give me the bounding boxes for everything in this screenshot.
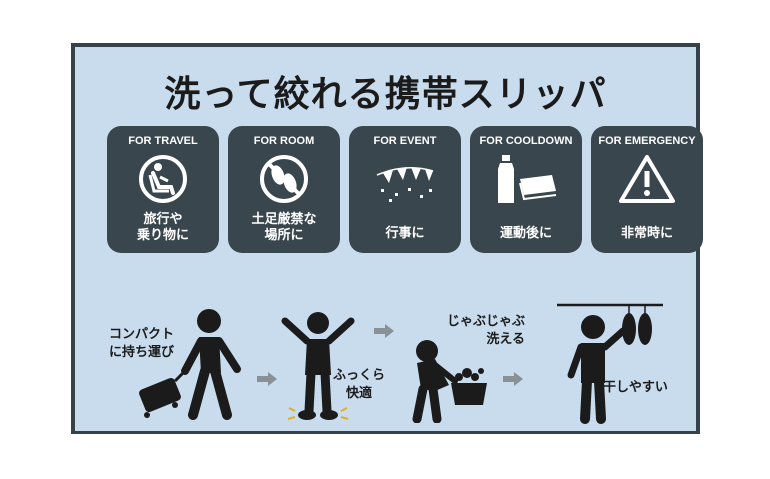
steps-panel: コンパクトに持ち運び ふっくら快適: [75, 293, 696, 431]
no-shoes-icon: [260, 155, 308, 203]
arrow-right-icon: [503, 372, 523, 386]
use-card-emergency: FOR EMERGENCY 非常時に: [591, 126, 703, 253]
walking-person-with-suitcase-icon: [139, 309, 241, 420]
use-card-caption: 土足厳禁な場所に: [251, 212, 317, 243]
use-card-heading: FOR TRAVEL: [128, 135, 198, 147]
use-card-heading: FOR EMERGENCY: [598, 135, 696, 147]
step-wash-text: じゃぶじゃぶ洗える: [447, 314, 526, 347]
person-arms-up-icon: [281, 312, 355, 420]
use-card-travel: FOR TRAVEL 旅行や乗り物に: [107, 126, 219, 253]
use-card-caption: 行事に: [385, 226, 425, 241]
arrow-right-icon: [257, 372, 277, 386]
warning-icon: [619, 155, 675, 203]
arrow-right-icon: [374, 324, 394, 338]
use-card-heading: FOR COOLDOWN: [479, 135, 573, 147]
use-card-heading: FOR ROOM: [253, 135, 315, 147]
airplane-seat-icon: [139, 155, 187, 203]
use-card-caption: 非常時に: [620, 226, 673, 241]
step-dry-text: 干しやすい: [603, 380, 668, 395]
use-card-heading: FOR EVENT: [373, 135, 437, 147]
page-title: 洗って絞れる携帯スリッパ: [164, 74, 607, 115]
infographic-frame: 洗って絞れる携帯スリッパ FOR TRAVEL 旅行や乗り物に FOR ROOM: [71, 43, 703, 434]
bottle-and-towel-icon: [498, 155, 557, 203]
party-bunting-icon: [376, 167, 434, 202]
use-card-caption: 旅行や乗り物に: [136, 212, 189, 243]
use-card-cooldown: FOR COOLDOWN 運動後に: [470, 126, 582, 253]
step-comfort-text: ふっくら快適: [333, 368, 386, 401]
use-card-event: FOR EVENT 行事に: [349, 126, 461, 253]
use-card-caption: 運動後に: [499, 226, 552, 241]
uses-panel: 洗って絞れる携帯スリッパ FOR TRAVEL 旅行や乗り物に FOR ROOM: [75, 47, 703, 303]
person-hanging-slippers-icon: [557, 303, 663, 424]
person-washing-icon: [412, 340, 487, 423]
use-card-room: FOR ROOM 土足厳禁な場所に: [228, 126, 340, 253]
step-carry-text: コンパクトに持ち運び: [109, 327, 175, 360]
